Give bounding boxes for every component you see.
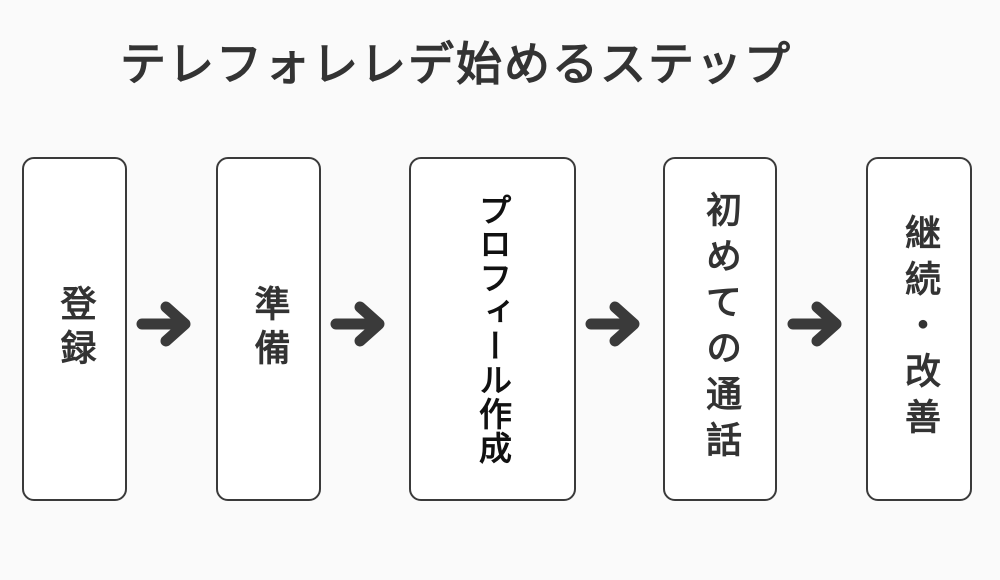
step-label-prepare: 準備 — [248, 285, 290, 373]
step-box-prepare: 準備 — [216, 157, 321, 501]
arrow-right-icon — [787, 301, 842, 347]
step-box-first-call: 初めての通話 — [663, 157, 777, 501]
arrow-right-icon — [330, 301, 385, 347]
arrow-right-icon — [136, 301, 191, 347]
diagram-title: テレフォレレデ始めるステップ — [120, 37, 792, 91]
step-label-first-call: 初めての通話 — [700, 191, 741, 467]
arrow-right-icon — [585, 301, 640, 347]
step-box-continue-improve: 継続・改善 — [866, 157, 972, 501]
step-label-register: 登録 — [54, 285, 96, 373]
step-label-profile: プロフィール作成 — [473, 193, 513, 465]
step-label-continue-improve: 継続・改善 — [899, 214, 940, 444]
step-box-register: 登録 — [22, 157, 127, 501]
step-box-profile: プロフィール作成 — [409, 157, 576, 501]
